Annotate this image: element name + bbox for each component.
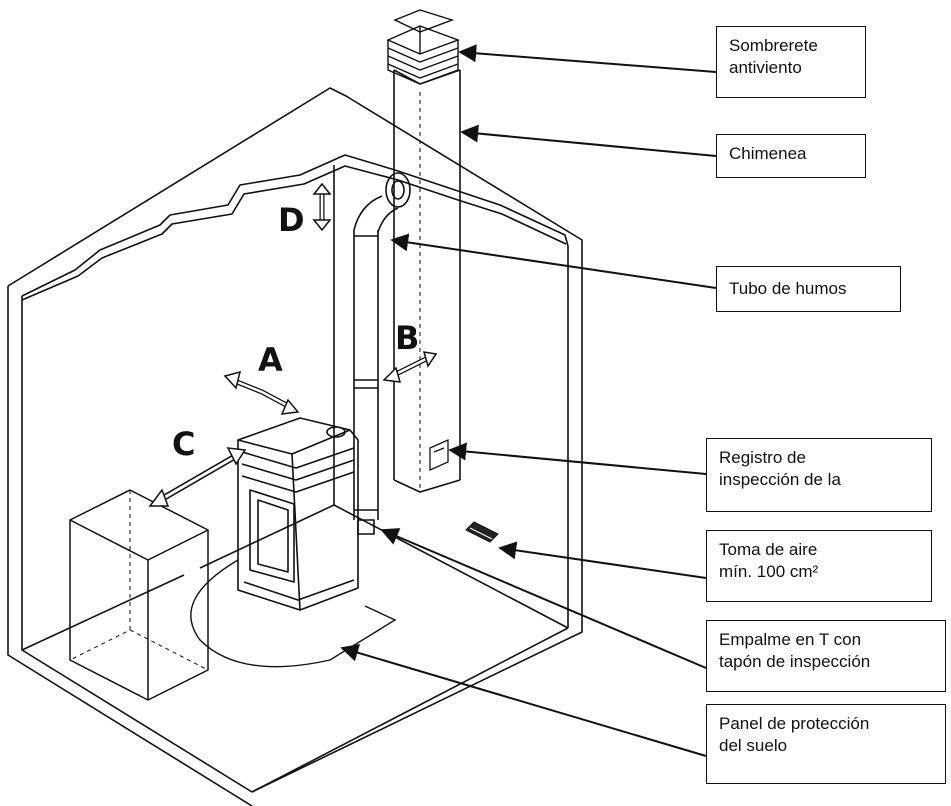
pellet-stove: [237, 417, 359, 611]
callout-line: Sombrerete: [729, 36, 818, 55]
leader-empalme: [380, 528, 707, 669]
callout-line: del suelo: [719, 736, 788, 755]
leader-panel: [340, 643, 707, 757]
room-walls: [7, 87, 583, 806]
callout-chimenea: Chimenea: [716, 134, 866, 178]
callout-tubo: Tubo de humos: [716, 266, 901, 312]
clearance-arrow-a: [223, 370, 300, 415]
callout-registro: Registro de inspección de la: [706, 438, 932, 512]
callout-line: antiviento: [729, 58, 802, 77]
clearance-arrow-c: [148, 447, 247, 507]
clearance-arrow-b: [382, 351, 438, 383]
leader-sombrerete: [458, 44, 717, 73]
floor-protection-panel: [190, 559, 397, 668]
clearance-arrow-d: [312, 182, 332, 232]
callout-line: inspección de la: [719, 470, 841, 489]
leader-chimenea: [460, 124, 717, 157]
air-intake-grille: [465, 521, 499, 543]
callout-leaders: [340, 44, 717, 757]
callout-panel: Panel de protección del suelo: [706, 704, 946, 784]
callout-toma: Toma de aire mín. 100 cm²: [706, 530, 932, 602]
callout-sombrerete: Sombrerete antiviento: [716, 26, 866, 98]
leader-registro: [448, 442, 707, 475]
clearance-letter-c: C: [172, 425, 196, 463]
callout-line: Registro de: [719, 448, 806, 467]
chimney-cap: [386, 9, 461, 85]
leader-toma: [498, 541, 707, 579]
callout-line: Tubo de humos: [729, 279, 847, 298]
callout-line: Empalme en T con: [719, 630, 862, 649]
flue-pipe: [353, 172, 411, 535]
clearance-letter-b: B: [395, 319, 420, 357]
chimney: [386, 9, 461, 493]
clearance-letter-a: A: [258, 341, 283, 379]
inspection-register: [429, 438, 449, 472]
callout-line: Chimenea: [729, 144, 807, 163]
clearance-letter-d: D: [278, 201, 305, 239]
callout-line: Toma de aire: [719, 540, 818, 559]
leader-tubo: [390, 233, 717, 289]
cabinet: [69, 489, 209, 701]
callout-line: tapón de inspección: [719, 652, 871, 671]
callout-line: mín. 100 cm²: [719, 562, 819, 581]
callout-line: Panel de protección: [719, 714, 870, 733]
callout-empalme: Empalme en T con tapón de inspección: [706, 620, 946, 692]
